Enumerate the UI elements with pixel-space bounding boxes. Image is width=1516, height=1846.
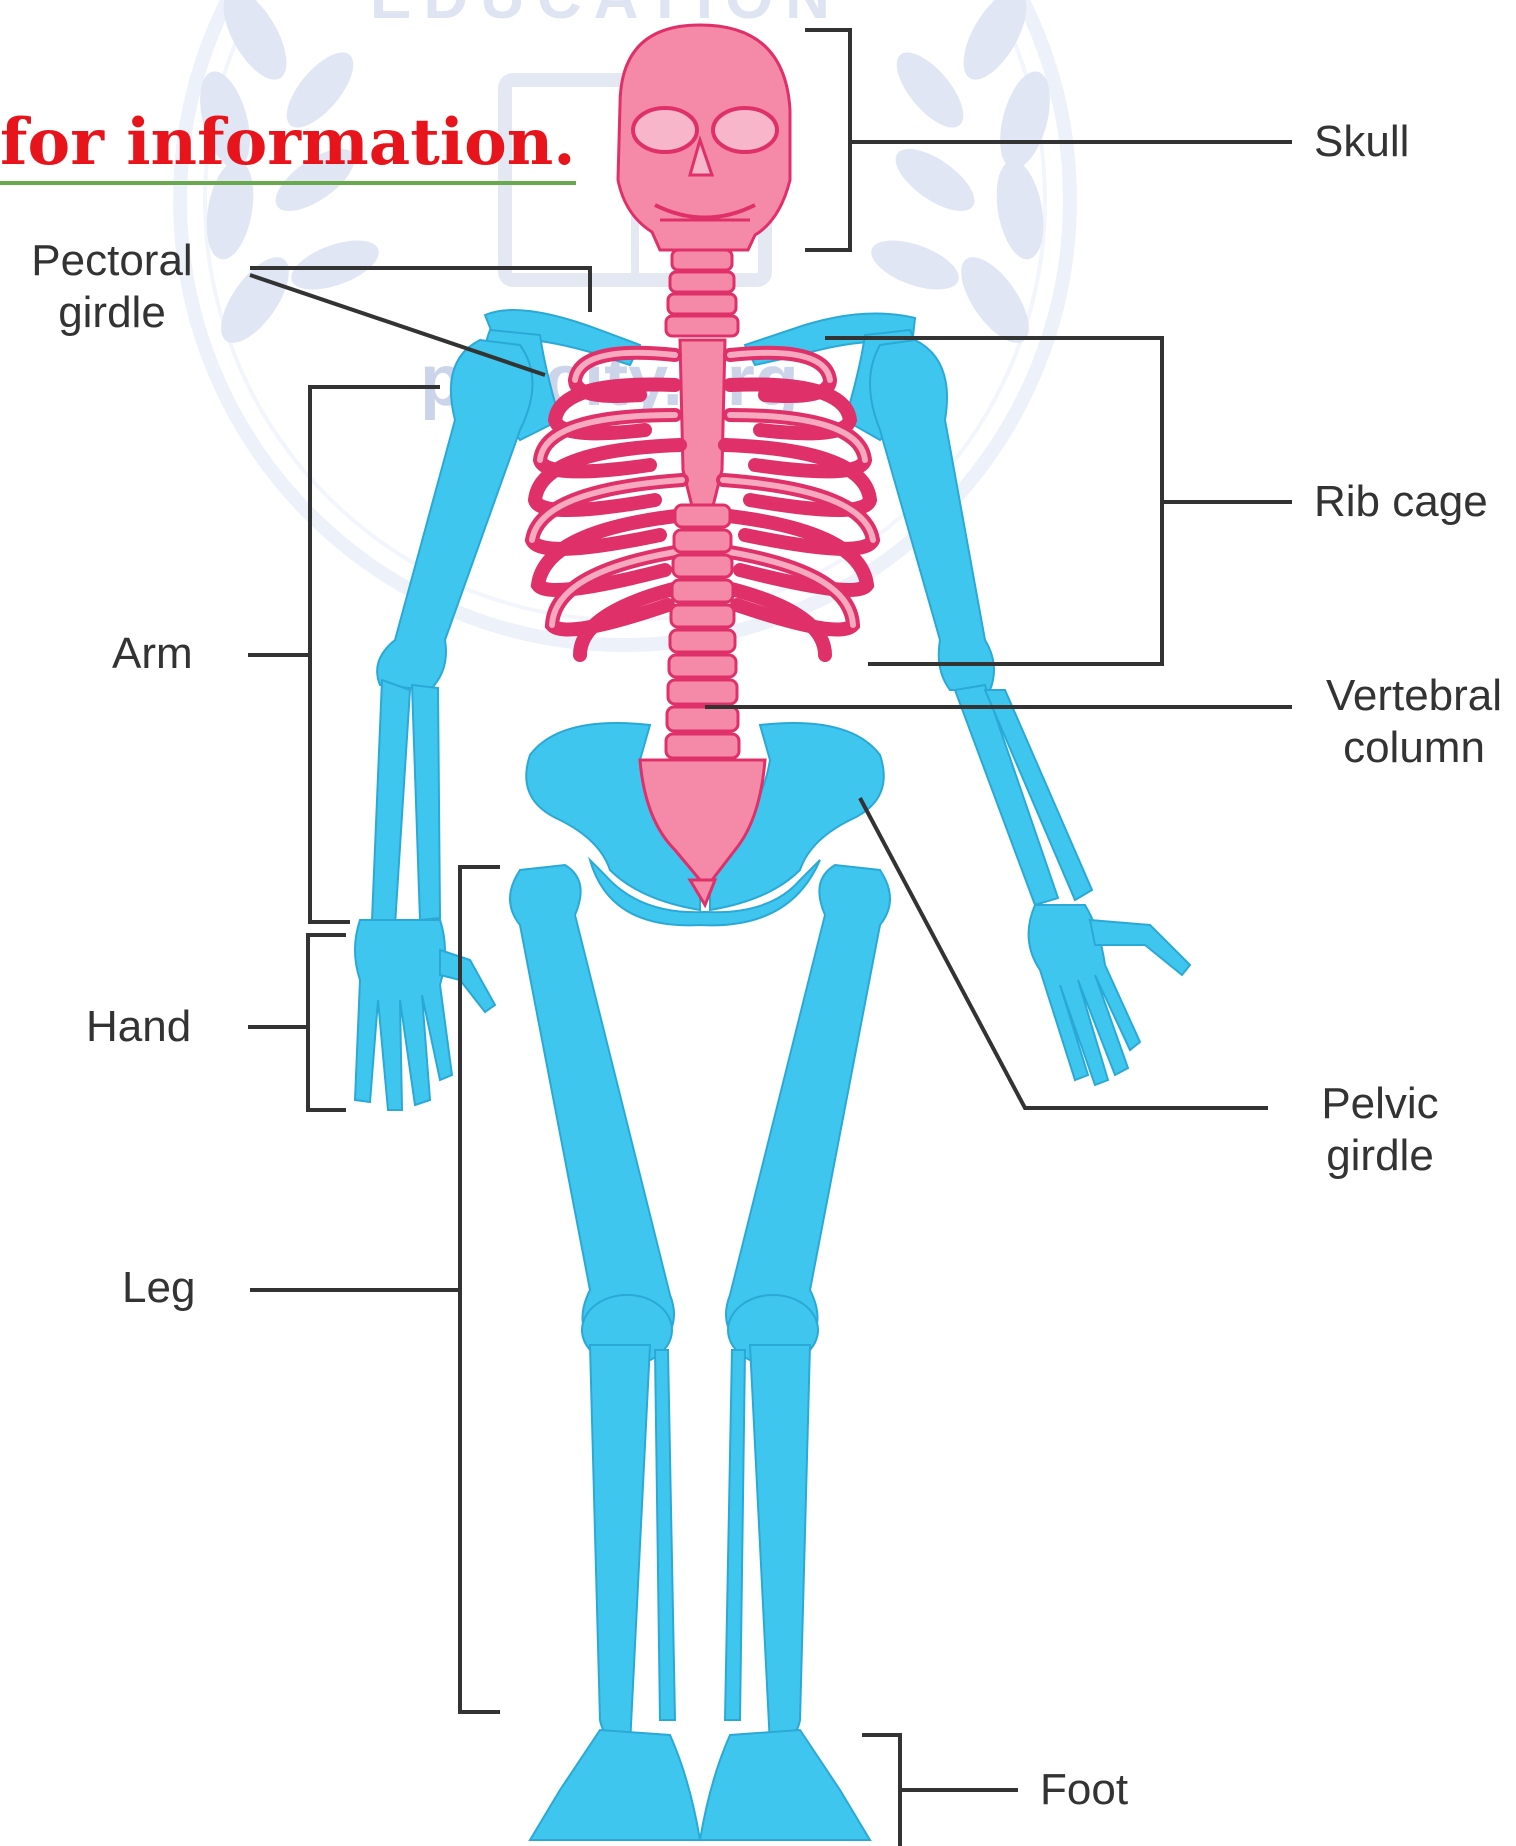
label-hand: Hand (86, 1001, 191, 1053)
label-foot: Foot (1040, 1764, 1128, 1816)
label-pelvic-girdle-line2: girdle (1310, 1130, 1450, 1182)
label-vertebral-column-line2: column (1314, 722, 1514, 774)
label-leg: Leg (122, 1262, 195, 1314)
label-vertebral-column: Vertebral column (1314, 670, 1514, 774)
label-skull: Skull (1314, 116, 1409, 168)
label-pelvic-girdle-line1: Pelvic (1310, 1078, 1450, 1130)
label-pectoral-girdle-line2: girdle (22, 287, 202, 339)
label-rib-cage: Rib cage (1314, 476, 1488, 528)
label-pelvic-girdle: Pelvic girdle (1310, 1078, 1450, 1182)
label-arm: Arm (112, 628, 193, 680)
heading-text: for information. (0, 105, 576, 185)
label-vertebral-column-line1: Vertebral (1314, 670, 1514, 722)
label-pectoral-girdle-line1: Pectoral (22, 235, 202, 287)
label-pectoral-girdle: Pectoral girdle (22, 235, 202, 339)
